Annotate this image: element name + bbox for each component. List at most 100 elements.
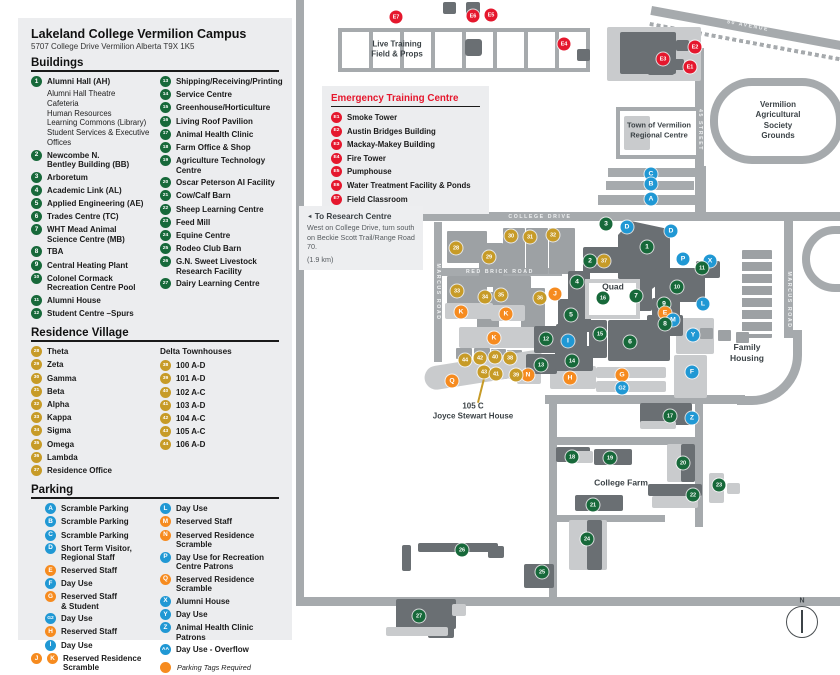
legend-badge-E3: E3 [331, 139, 342, 151]
building-shape [736, 332, 749, 343]
legend-label: Day Use for Recreation Centre Patrons [175, 552, 264, 572]
legend-item: M Reserved Staff [159, 516, 279, 528]
legend-badge-13: 13 [159, 76, 171, 87]
map-marker-32: 32 [546, 228, 560, 242]
map-marker-31: 31 [523, 230, 537, 244]
road-segment [553, 515, 665, 522]
emergency-heading: Emergency Training Centre [331, 93, 480, 107]
legend-badge-16: 16 [159, 115, 171, 127]
legend-label: Alumni Hall (AH) [47, 77, 111, 86]
legend-badge-M: M [159, 516, 171, 528]
legend-item: 43 105 A-C [159, 426, 279, 438]
legend-label: Academic Link (AL) [47, 185, 122, 195]
map-marker-Q: Q [445, 374, 459, 388]
legend-badge-E2: E2 [331, 125, 342, 137]
legend-label: Lambda [47, 452, 78, 462]
building-shape [624, 116, 650, 150]
research-note-distance: (1.9 km) [307, 255, 334, 265]
map-marker-D: D [664, 224, 678, 238]
parking-lot-shape [596, 381, 666, 392]
research-centre-note: ◄ To Research Centre West on College Dri… [299, 206, 423, 271]
compass-n-label: N [799, 597, 805, 605]
road-segment [695, 399, 703, 527]
building-shape [640, 421, 676, 429]
legend-badge-N: N [159, 529, 171, 541]
legend-label: Gamma [47, 373, 77, 383]
building-shape [727, 483, 740, 494]
legend-label: Greenhouse/Horticulture [175, 103, 271, 113]
agricultural-grounds-track [710, 78, 840, 164]
legend-label: Applied Engineering (AE) [47, 199, 144, 209]
building-shape [452, 604, 466, 616]
legend-label: Animal Health Clinic [175, 129, 254, 139]
map-marker-11: 11 [695, 261, 709, 275]
map-marker-A: A [644, 192, 658, 206]
legend-label: 102 A-C [175, 387, 206, 397]
map-marker-19: 19 [603, 451, 617, 465]
road-marcus-east [784, 216, 793, 338]
map-marker-8: 8 [658, 317, 672, 331]
map-marker-6: 6 [623, 335, 637, 349]
legend-badge-44: 44 [159, 439, 171, 451]
map-marker-E1: E1 [683, 60, 697, 74]
legend-badge-J: J [31, 652, 42, 664]
map-marker-J: J [548, 287, 562, 301]
legend-badge-E7: E7 [331, 193, 342, 205]
legend-label: Reserved Staff [175, 517, 232, 527]
legend-badge-Z: Z [159, 622, 171, 634]
map-marker-2: 2 [583, 254, 597, 268]
map-marker-21: 21 [586, 498, 600, 512]
building-shape [700, 328, 713, 339]
legend-badge-10: 10 [31, 272, 42, 284]
map-marker-16: 16 [596, 291, 610, 305]
legend-badge-F: F [45, 577, 56, 589]
parking-tags-note: Parking Tags Required [159, 662, 279, 674]
legend-label: Cow/Calf Barn [175, 191, 231, 201]
map-marker-33: 33 [450, 284, 464, 298]
legend-panel: Lakeland College Vermilion Campus 5707 C… [18, 18, 292, 674]
road-label: COLLEGE DRIVE [508, 214, 572, 220]
legend-badge-22: 22 [159, 203, 171, 215]
legend-label: 105 A-C [175, 427, 206, 437]
map-marker-23: 23 [712, 478, 726, 492]
road-label: MARCUS ROAD [435, 263, 441, 321]
legend-label: Smoke Tower [347, 113, 398, 122]
legend-label: Omega [47, 439, 75, 449]
building-shape [386, 627, 448, 636]
left-arrow-icon: ◄ [307, 214, 313, 220]
legend-badge-43: 43 [159, 426, 171, 438]
map-marker-5: 5 [564, 308, 578, 322]
legend-label: Student Centre –Spurs [47, 309, 134, 319]
legend-label: Oscar Peterson AI Facility [175, 178, 275, 188]
research-note-title: ◄ To Research Centre [307, 212, 415, 221]
building-shape [465, 39, 482, 56]
legend-label: Trades Centre (TC) [47, 212, 119, 222]
legend-label: Reserved Staff [61, 627, 118, 637]
orange-dot-icon [159, 662, 171, 674]
building-shape [488, 546, 504, 558]
legend-badge-E4: E4 [331, 152, 342, 164]
map-marker-38: 38 [503, 351, 517, 365]
legend-label: Sigma [47, 426, 72, 436]
legend-label: Kappa [47, 413, 72, 423]
